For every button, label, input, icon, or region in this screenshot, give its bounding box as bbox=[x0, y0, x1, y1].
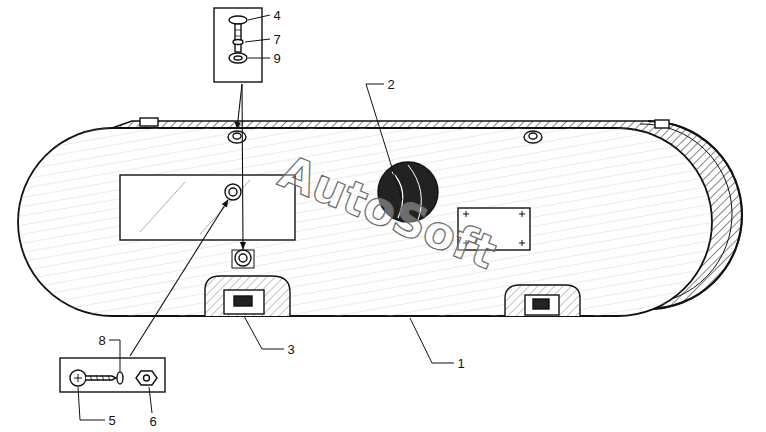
callout-number: 5 bbox=[108, 414, 115, 427]
callout-number: 9 bbox=[273, 52, 280, 65]
callout-number: 4 bbox=[273, 9, 280, 22]
callout-number: 7 bbox=[273, 33, 280, 46]
callout-number: 6 bbox=[149, 415, 156, 428]
callout-number: 8 bbox=[98, 334, 105, 347]
callout-number: 3 bbox=[287, 343, 294, 356]
callout-number: 1 bbox=[457, 357, 464, 370]
callout-number: 2 bbox=[387, 78, 394, 91]
